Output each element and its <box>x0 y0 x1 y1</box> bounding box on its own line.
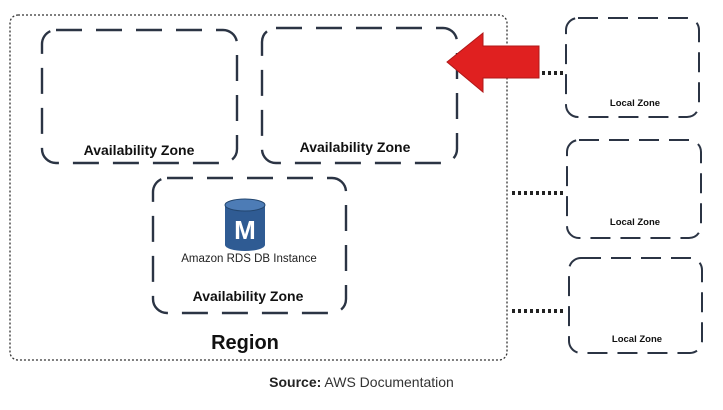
region-container <box>9 14 508 361</box>
local-zone-1: Local Zone <box>565 17 700 118</box>
local-zone-1-label: Local Zone <box>610 98 660 109</box>
source-caption: Source: AWS Documentation <box>0 374 723 390</box>
red-arrow-icon <box>446 31 540 94</box>
local-zone-2-border <box>566 139 702 239</box>
source-caption-prefix: Source: <box>269 374 322 390</box>
db-instance-label: Amazon RDS DB Instance <box>181 253 317 265</box>
availability-zone-1: Availability Zone <box>40 28 239 165</box>
availability-zone-2-label: Availability Zone <box>300 139 411 155</box>
availability-zone-2-border <box>260 26 459 165</box>
availability-zone-3-border <box>151 176 348 315</box>
local-zone-3: Local Zone <box>568 257 703 354</box>
local-zone-1-border <box>565 17 700 118</box>
availability-zone-3-label: Availability Zone <box>193 288 304 304</box>
source-caption-text: AWS Documentation <box>324 374 454 390</box>
local-zone-3-label: Local Zone <box>612 334 662 345</box>
local-zone-3-border <box>568 257 703 354</box>
availability-zone-3: M Amazon RDS DB Instance Availability Zo… <box>151 176 348 315</box>
availability-zone-2: Availability Zone <box>260 26 459 165</box>
local-zone-2-label: Local Zone <box>610 217 660 228</box>
availability-zone-1-label: Availability Zone <box>84 142 195 158</box>
availability-zone-1-border <box>40 28 239 165</box>
database-cylinder-icon: M <box>224 198 266 251</box>
region-label: Region <box>211 332 279 354</box>
local-zone-2: Local Zone <box>566 139 702 239</box>
database-icon-letter: M <box>234 215 256 245</box>
